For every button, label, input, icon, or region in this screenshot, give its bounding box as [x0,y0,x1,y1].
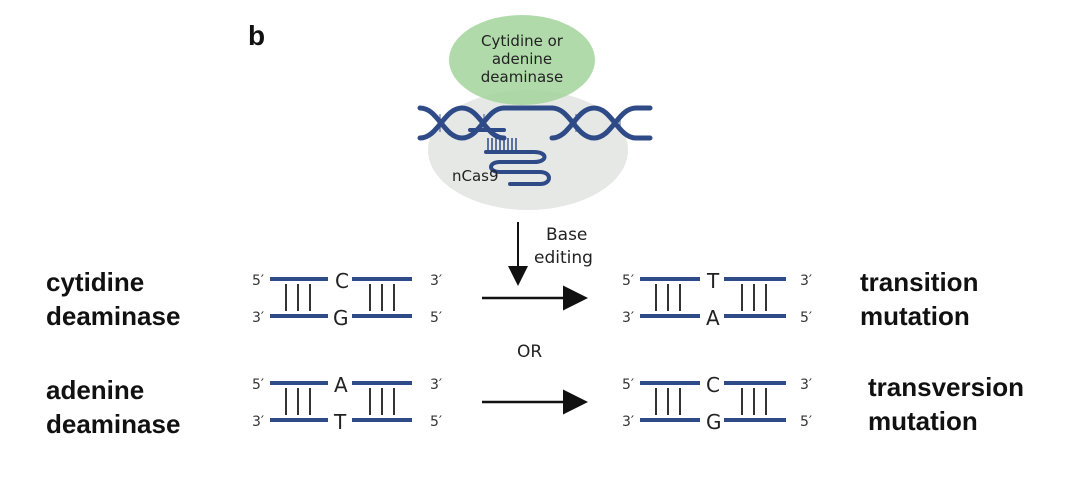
five-prime-label: 5′ [622,273,634,289]
duplex-row2-before: 5′ A 3′ 3′ T 5′ [252,373,442,434]
enzyme-ellipse [449,15,595,105]
row2-left-label-line2: deaminase [46,409,181,439]
five-prime-label: 5′ [430,310,442,326]
base-editing-label-line2: editing [534,248,593,268]
top-base: C [335,269,349,293]
three-prime-label: 3′ [800,273,812,289]
row1-right-label: transition mutation [860,265,978,333]
enzyme-label-line3: deaminase [481,68,563,86]
row2-left-label-line1: adenine [46,375,145,405]
five-prime-label: 5′ [800,310,812,326]
guide-rna-bars [487,138,517,150]
three-prime-label: 3′ [252,414,264,430]
three-prime-label: 3′ [252,310,264,326]
ncas9-loop [468,128,551,186]
three-prime-label: 3′ [622,414,634,430]
duplex-row1-before: 5′ C 3′ 3′ G 5′ [252,269,442,330]
top-base: A [334,373,348,397]
three-prime-label: 3′ [430,273,442,289]
row2-right-label-line1: transversion [868,372,1025,402]
five-prime-label: 5′ [252,273,264,289]
three-prime-label: 3′ [800,377,812,393]
row2-right-label: transversion mutation [868,370,1024,438]
five-prime-label: 5′ [430,414,442,430]
row1-left-label-line1: cytidine [46,267,145,297]
bottom-base: G [333,306,349,330]
top-base: T [706,269,720,293]
top-base: C [706,373,720,397]
three-prime-label: 3′ [622,310,634,326]
helix-rungs [439,114,621,132]
five-prime-label: 5′ [622,377,634,393]
five-prime-label: 5′ [252,377,264,393]
row2-left-label: adenine deaminase [46,373,180,441]
duplex-row1-after: 5′ T 3′ 3′ A 5′ [622,269,812,330]
dna-helix [417,105,653,141]
row1-right-label-line2: mutation [860,301,970,331]
duplex-row2-after: 5′ C 3′ 3′ G 5′ [622,373,812,434]
row2-right-label-line2: mutation [868,406,978,436]
three-prime-label: 3′ [430,377,442,393]
enzyme-label-line2: adenine [492,50,552,68]
enzyme-label-line1: Cytidine or [481,32,564,50]
row1-left-label-line2: deaminase [46,301,181,331]
bottom-base: A [706,306,720,330]
bottom-base: G [706,410,722,434]
base-editing-label-line1: Base [546,225,587,245]
ncas9-label: nCas9 [452,167,499,185]
panel-label: b [248,20,266,51]
five-prime-label: 5′ [800,414,812,430]
or-label: OR [517,342,542,362]
row1-left-label: cytidine deaminase [46,265,180,333]
bottom-base: T [333,410,347,434]
row1-right-label-line1: transition [860,267,979,297]
